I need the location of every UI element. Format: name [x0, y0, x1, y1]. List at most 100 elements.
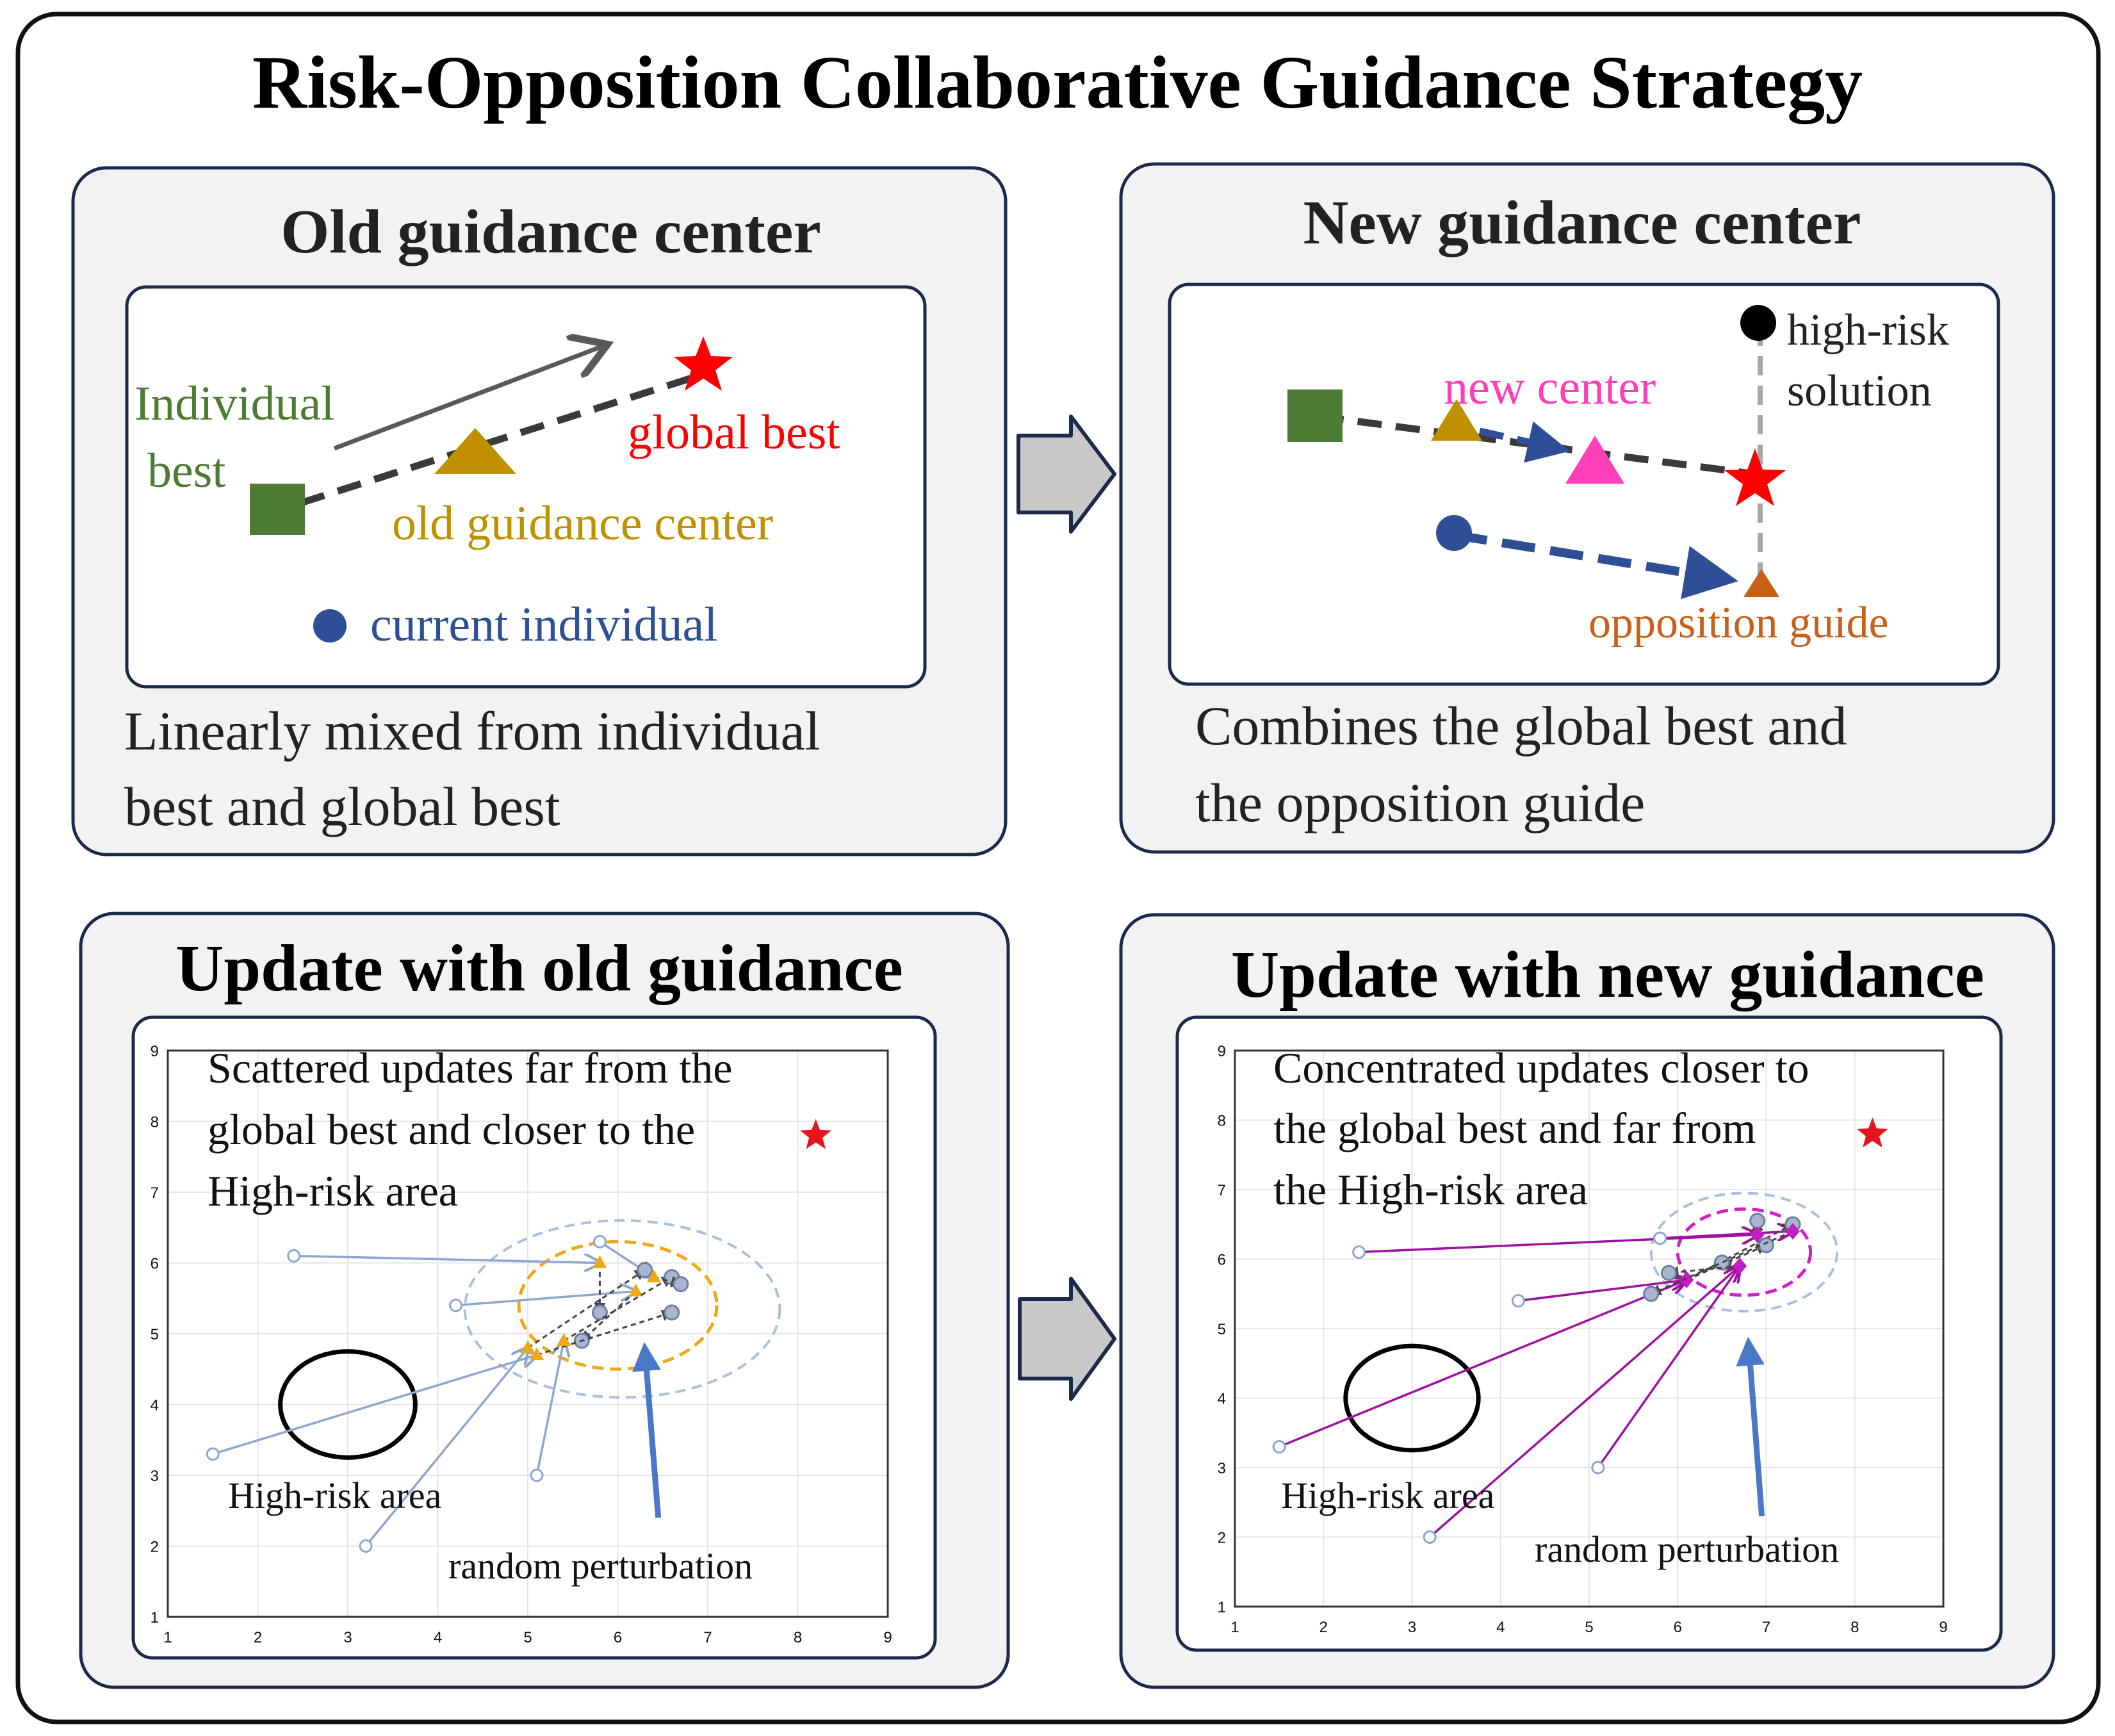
- guided-triangle-marker: [628, 1283, 643, 1297]
- label-high-risk-line1: high-risk: [1787, 306, 1949, 355]
- converged-point: [1758, 1237, 1774, 1254]
- panel-old-guidance-center: Old guidance center Individual best glob…: [71, 166, 1008, 856]
- origin-point: [1591, 1461, 1605, 1475]
- label-global-best: global best: [628, 405, 840, 459]
- refine-arrow: [1649, 1230, 1793, 1295]
- y-tick-label: 8: [1218, 1113, 1226, 1130]
- x-tick-label: 1: [163, 1629, 172, 1646]
- y-tick-label: 4: [151, 1397, 159, 1414]
- label-old-center: old guidance center: [392, 496, 773, 550]
- high-risk-area-ellipse: [278, 1349, 418, 1460]
- panel-new-guidance-center: New guidance center new center high-risk…: [1119, 162, 2055, 854]
- x-tick-label: 6: [1674, 1619, 1682, 1636]
- x-tick-label: 9: [883, 1629, 892, 1646]
- panel-tr-heading: New guidance center: [1303, 188, 1861, 258]
- origin-point: [1653, 1231, 1667, 1245]
- new-center-triangle: [1565, 436, 1624, 484]
- label-current-individual: current individual: [370, 598, 717, 651]
- y-tick-label: 8: [151, 1114, 159, 1131]
- plot-old-label-perturbation: random perturbation: [448, 1545, 753, 1587]
- y-tick-label: 1: [1218, 1599, 1226, 1616]
- panel-bl-heading: Update with old guidance: [176, 931, 903, 1005]
- global-best-star: [799, 1118, 832, 1149]
- y-tick-label: 2: [151, 1539, 159, 1556]
- plot-new-note-line2: the global best and far from: [1273, 1104, 1756, 1152]
- guided-diamond-marker: [1750, 1226, 1765, 1243]
- y-tick-label: 7: [151, 1184, 159, 1202]
- x-tick-label: 5: [523, 1629, 532, 1646]
- mix-dashed-line: [300, 374, 693, 507]
- y-tick-label: 9: [1218, 1043, 1226, 1060]
- panel-tr-caption-line1: Combines the global best and: [1195, 695, 1847, 757]
- panel-update-old-guidance: Update with old guidance 112233445566778…: [79, 912, 1010, 1689]
- refine-arrow: [1686, 1223, 1795, 1281]
- y-tick-label: 6: [151, 1256, 159, 1273]
- label-individual-line1: Individual: [135, 377, 334, 430]
- y-tick-label: 3: [1218, 1460, 1226, 1477]
- plot-new-label-highrisk: High-risk area: [1281, 1475, 1494, 1516]
- x-tick-label: 7: [703, 1629, 712, 1646]
- plot-old-note-line2: global best and closer to the: [208, 1105, 695, 1154]
- origin-point: [1511, 1294, 1525, 1308]
- y-tick-label: 4: [1218, 1391, 1226, 1408]
- x-tick-label: 2: [254, 1629, 262, 1646]
- y-tick-label: 6: [1218, 1252, 1226, 1269]
- transition-arrow-bottom: [1018, 1277, 1116, 1401]
- converged-point: [1660, 1265, 1677, 1281]
- current-individual-dot: [313, 609, 347, 643]
- y-tick-label: 1: [151, 1609, 159, 1626]
- guided-triangle-marker: [592, 1255, 607, 1268]
- exploration-circle: [463, 1219, 781, 1399]
- x-tick-label: 3: [1408, 1619, 1416, 1636]
- origin-point: [592, 1234, 607, 1249]
- x-tick-label: 9: [1939, 1619, 1947, 1636]
- origin-point: [1352, 1245, 1366, 1259]
- x-tick-label: 6: [614, 1629, 622, 1646]
- update-arrow: [535, 1341, 564, 1476]
- converged-point: [591, 1304, 608, 1321]
- guided-triangle-marker: [521, 1340, 535, 1354]
- random-perturbation-arrow: [632, 1342, 662, 1518]
- x-tick-label: 3: [343, 1629, 352, 1646]
- panel-tl-caption-line2: best and global best: [124, 776, 560, 837]
- convergence-circle: [517, 1240, 719, 1371]
- transition-arrow-top: [1017, 414, 1116, 534]
- converged-point: [1749, 1213, 1766, 1229]
- current-individual-dot: [1436, 515, 1472, 551]
- update-arrow: [455, 1291, 636, 1307]
- update-arrow: [1660, 1231, 1793, 1238]
- high-risk-area-ellipse: [1343, 1343, 1481, 1453]
- guided-diamond-marker: [1733, 1257, 1747, 1275]
- update-arrow: [1428, 1266, 1740, 1538]
- origin-point: [1272, 1439, 1286, 1453]
- opposition-guide-triangle: [1743, 569, 1779, 597]
- plot-old-note-line1: Scattered updates far from the: [208, 1044, 732, 1092]
- global-best-star: [1856, 1117, 1889, 1148]
- converged-point: [664, 1304, 680, 1321]
- y-tick-label: 3: [151, 1468, 159, 1485]
- plot-new-note-line3: the High-risk area: [1273, 1165, 1588, 1214]
- x-tick-label: 4: [434, 1629, 442, 1646]
- convergence-circle: [1676, 1207, 1813, 1297]
- global-best-star: [674, 336, 733, 391]
- update-arrow: [293, 1256, 600, 1263]
- y-tick-label: 5: [1218, 1321, 1226, 1338]
- converged-point: [673, 1276, 689, 1293]
- label-high-risk-line2: solution: [1787, 366, 1932, 416]
- individual-best-square: [1287, 389, 1343, 442]
- panel-tr-caption-line2: the opposition guide: [1195, 772, 1645, 833]
- converged-point: [1713, 1254, 1730, 1271]
- global-best-star: [1724, 448, 1786, 506]
- refine-arrow: [1686, 1243, 1768, 1281]
- guided-triangle-marker: [530, 1347, 544, 1361]
- plot-axes-box: [1234, 1049, 1945, 1608]
- update-arrow: [212, 1355, 537, 1455]
- panel-br-heading: Update with new guidance: [1231, 938, 1984, 1011]
- update-arrow: [1597, 1266, 1740, 1469]
- plot-axes-box: [167, 1049, 889, 1618]
- refine-arrow: [563, 1276, 674, 1342]
- guided-triangle-marker: [646, 1269, 661, 1282]
- x-tick-label: 4: [1496, 1619, 1505, 1636]
